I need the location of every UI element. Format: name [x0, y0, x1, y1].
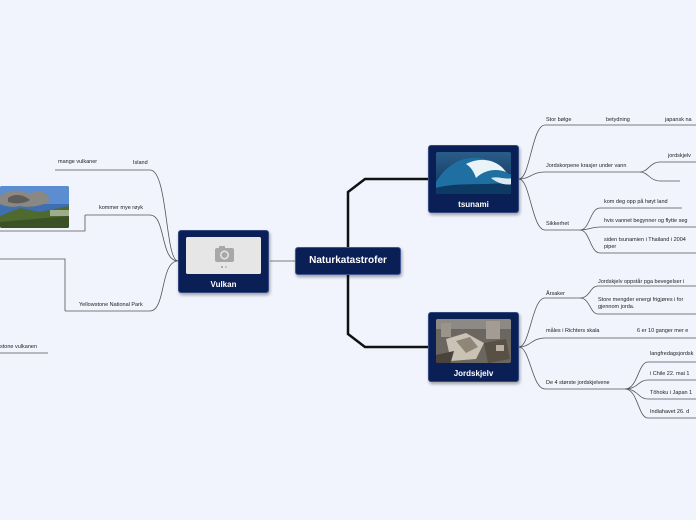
label-energi[interactable]: Store mengder energi frigjøres i for gje…: [598, 297, 696, 311]
central-topic[interactable]: Naturkatastrofer: [295, 247, 401, 275]
label-jordskjelv-sub[interactable]: jordskjelv: [668, 153, 691, 160]
tsunami-node[interactable]: tsunami: [428, 145, 519, 213]
vulkan-node[interactable]: Vulkan: [178, 230, 269, 293]
ocean-wave-photo: [436, 152, 511, 194]
label-mange-vulkaner[interactable]: mange vulkaner: [58, 159, 97, 166]
camera-placeholder-icon: [186, 237, 261, 274]
label-langfredag[interactable]: langfredagsjordsk: [650, 351, 693, 358]
label-tohoku[interactable]: Tōhoku i Japan 1: [650, 390, 692, 397]
label-betydning[interactable]: betydning: [606, 117, 630, 124]
label-bevegelser[interactable]: Jordskjelv oppstår pga bevegelser i: [598, 279, 684, 286]
label-chile[interactable]: i Chile 22. mai 1: [650, 371, 689, 378]
label-yellowstone-vulkanen[interactable]: stone vulkanen: [0, 344, 37, 351]
label-stor-bolge[interactable]: Stor bølge: [546, 117, 571, 124]
vulkan-title: Vulkan: [179, 280, 268, 289]
jordskjelv-node[interactable]: Jordskjelv: [428, 312, 519, 382]
label-males[interactable]: måles i Richters skala: [546, 328, 600, 335]
label-siden-tsunamien[interactable]: siden tsunamien i Thailand i 2004 piper: [604, 237, 696, 251]
label-jordskorpene[interactable]: Jordskorpene krasjer under vann: [546, 163, 626, 170]
label-hvis-vannet[interactable]: hvis vannet begynner og flytte seg: [604, 218, 687, 225]
label-kommer-mye-royk[interactable]: kommer mye røyk: [99, 205, 143, 212]
earthquake-rubble-photo: [436, 319, 511, 363]
label-indiahavet[interactable]: Indiahavet 26. d: [650, 409, 689, 416]
label-storste[interactable]: De 4 største jordskjelvene: [546, 380, 610, 387]
tsunami-title: tsunami: [429, 200, 518, 209]
label-yellowstone-park[interactable]: Yellowstone National Park: [79, 302, 143, 309]
label-kom-deg-opp[interactable]: kom deg opp på høyt land: [604, 199, 668, 206]
label-ganger[interactable]: 6 er 10 ganger mer e: [637, 328, 688, 335]
label-arsaker[interactable]: Årsaker: [546, 291, 565, 298]
volcano-eruption-photo: [0, 186, 69, 228]
label-island[interactable]: Island: [133, 160, 148, 167]
label-japansk[interactable]: japansk na: [665, 117, 692, 124]
label-sikkerhet[interactable]: Sikkerhet: [546, 221, 569, 228]
jordskjelv-title: Jordskjelv: [429, 369, 518, 378]
